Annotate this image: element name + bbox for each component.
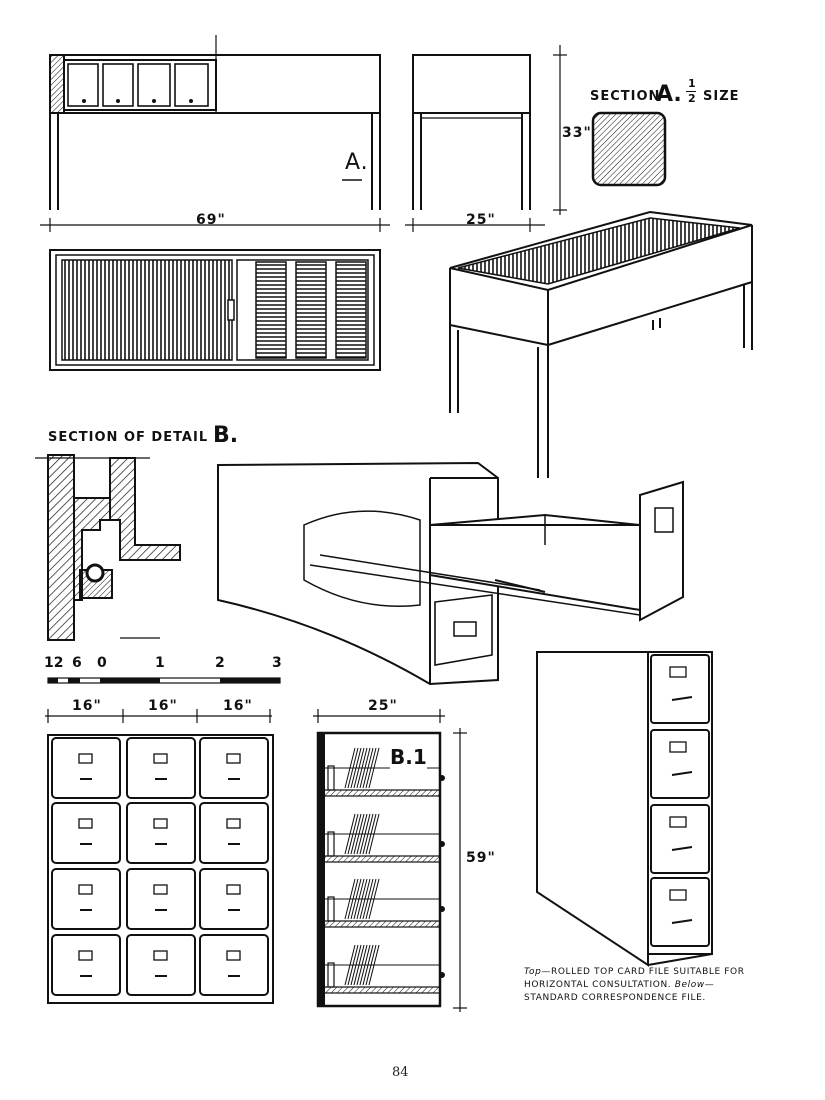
scale-label-3: 3 bbox=[272, 655, 282, 671]
rolled-top-file-perspective bbox=[449, 210, 753, 478]
plan-view bbox=[49, 249, 381, 371]
shelf-level bbox=[323, 813, 445, 863]
scale-label-2: 2 bbox=[215, 655, 225, 671]
col-width-label-3: 16" bbox=[223, 698, 253, 714]
dimension-33 bbox=[553, 45, 567, 215]
cabinet-drawer bbox=[199, 868, 269, 930]
caption-top-text: —ROLLED TOP CARD FILE SUITABLE FOR HORIZ… bbox=[524, 967, 745, 990]
scale-label-1: 1 bbox=[155, 655, 165, 671]
shelf-file-b1 bbox=[313, 709, 467, 1012]
twelve-drawer-cabinet bbox=[45, 709, 274, 1004]
cabinet-drawer bbox=[51, 868, 121, 930]
cabinet-drawer bbox=[199, 934, 269, 996]
cabinet-drawer bbox=[126, 737, 196, 799]
cabinet-drawer bbox=[126, 868, 196, 930]
col-width-label-2: 16" bbox=[148, 698, 178, 714]
scale-label-0: 0 bbox=[97, 655, 107, 671]
caption-top-label: Top bbox=[524, 967, 542, 977]
correspondence-drawer bbox=[650, 729, 710, 799]
dimension-25-side bbox=[405, 218, 545, 232]
shelf-level bbox=[323, 878, 445, 928]
correspondence-file bbox=[536, 651, 713, 967]
correspondence-drawer bbox=[650, 804, 710, 874]
section-a-fraction-num: 1 bbox=[688, 77, 697, 90]
correspondence-drawer bbox=[650, 654, 710, 724]
page-number: 84 bbox=[392, 1065, 409, 1080]
shelf-level bbox=[323, 944, 445, 994]
dim-69-label: 69" bbox=[196, 212, 226, 228]
section-detail-b bbox=[35, 454, 181, 641]
scale-label-6: 6 bbox=[72, 655, 82, 671]
section-a-hatched-square bbox=[591, 111, 667, 187]
shelf-height-label: 59" bbox=[466, 850, 496, 866]
dim-25-label: 25" bbox=[466, 212, 496, 228]
front-elevation bbox=[49, 35, 381, 210]
detail-a-mark: A. bbox=[345, 150, 369, 175]
dim-33-label: 33" bbox=[562, 125, 592, 141]
section-a-fraction-den: 2 bbox=[688, 92, 697, 105]
cabinet-drawer bbox=[199, 802, 269, 864]
dimension-69 bbox=[40, 218, 390, 232]
figure-caption: Top—ROLLED TOP CARD FILE SUITABLE FOR HO… bbox=[524, 966, 754, 1005]
cabinet-drawer bbox=[199, 737, 269, 799]
cabinet-drawer bbox=[126, 802, 196, 864]
caption-below-label: Below bbox=[674, 980, 705, 990]
section-b-letter: B. bbox=[213, 423, 239, 448]
col-width-label-1: 16" bbox=[72, 698, 102, 714]
caption-below-text: —STANDARD CORRESPONDENCE FILE. bbox=[524, 980, 715, 1003]
fraction-bar bbox=[686, 91, 696, 92]
section-a-prefix: SECTION bbox=[590, 89, 661, 104]
section-b-prefix: SECTION OF DETAIL bbox=[48, 430, 209, 445]
scale-bar bbox=[47, 677, 281, 684]
correspondence-drawers bbox=[650, 654, 710, 947]
side-elevation bbox=[412, 54, 531, 210]
cabinet-drawer bbox=[51, 737, 121, 799]
drawer-file-perspective bbox=[217, 461, 684, 686]
scale-label-12: 12 bbox=[44, 655, 64, 671]
section-a-letter: A. bbox=[656, 82, 682, 107]
shelf-width-label: 25" bbox=[368, 698, 398, 714]
cabinet-drawer bbox=[51, 934, 121, 996]
drawer-grid bbox=[51, 737, 269, 996]
cabinet-drawer bbox=[51, 802, 121, 864]
correspondence-drawer bbox=[650, 877, 710, 947]
shelf-levels bbox=[323, 747, 445, 994]
cabinet-drawer bbox=[126, 934, 196, 996]
section-a-suffix: SIZE bbox=[703, 89, 740, 104]
b1-mark: B.1 bbox=[390, 745, 427, 769]
